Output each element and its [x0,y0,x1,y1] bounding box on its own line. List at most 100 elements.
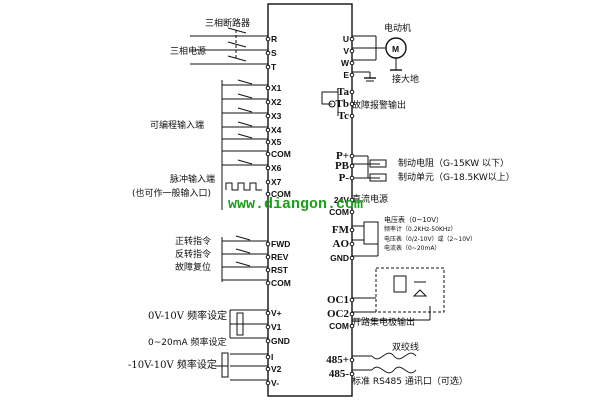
breaker-switch-s [227,41,247,48]
left-pin-r-0: R [271,34,277,44]
fault-relay-group: 故障报警输出 [321,88,406,116]
left-terminal-dot [265,338,271,344]
left-terminal-dot [265,191,271,197]
right-terminal-dot [349,163,355,169]
right-terminal-dot [349,175,355,181]
diode-icon [412,289,428,297]
left-pin-gnd-18: GND [271,336,290,346]
pulse-input-note: (也可作一般输入口) [132,187,211,199]
right-pin-tb-5: Tb [336,98,349,110]
left-terminal-dot [265,380,271,386]
right-pin-tc-6: Tc [338,110,349,122]
brake-resistor-label: 制动电阻（G-15KW 以下） [398,157,509,169]
left-terminal-dot [265,267,271,273]
forward-cmd-label: 正转指令 [175,235,211,247]
right-pin-labels: UVWETaTbTcP+PBP-24VCOMFMAOGNDOC1OC2COM48… [326,34,355,380]
twisted-pair-label: 双绞线 [392,341,419,353]
right-terminal-dot [349,197,355,203]
right-pin-e-3: E [343,70,349,80]
left-terminal-dot [265,324,271,330]
left-pin-com-8: COM [271,149,291,159]
twisted-pair-icon [371,352,417,360]
right-pin-gnd-14: GND [330,253,349,263]
breaker-label: 三相断路器 [205,17,250,29]
right-pin-fm-12: FM [332,224,350,236]
left-terminal-dot [265,64,271,70]
left-pin-t-2: T [271,62,277,72]
left-terminal-dot [265,254,271,260]
rs485-label: 标准 RS485 通讯口（可选） [352,375,468,387]
command-input-group: 正转指令 反转指令 故障复位 [175,235,268,282]
meter-group: 直流电源 电压表（0~10V） 频率计（0.2KHz-50KHz） 电压表（0/… [352,193,476,257]
freq-meter-label: 频率计（0.2KHz-50KHz） [384,225,457,233]
right-terminal-dot [349,297,355,303]
right-pin-pb-8: PB [335,160,350,172]
right-terminal-dot [349,311,355,317]
left-terminal-dot [265,280,271,286]
right-terminal-dot [349,113,355,119]
left-pin-fwd-12: FWD [271,239,290,249]
left-pin-x2-4: X2 [271,97,282,107]
right-pin-oc2-16: OC2 [327,308,350,320]
motor-symbol: M [392,44,399,54]
right-pin-ao-13: AO [333,238,350,250]
brake-unit-icon [369,173,387,182]
right-terminal-dot [349,89,355,95]
left-pin-s-1: S [271,48,277,58]
open-collector-group: 开路集电极输出 [352,267,445,328]
breaker-switch-r [227,27,247,34]
programmable-input-group: 可编程输入端 脉冲输入端 (也可作一般输入口) [132,79,268,210]
left-terminal-dot [265,366,271,372]
right-pin-w-2: W [341,58,350,68]
rs485-group: 双绞线 标准 RS485 通讯口（可选） [352,341,468,387]
ammeter-label: 电流表（0~20mA） [384,244,440,252]
meter-box-icon [363,221,379,245]
right-pin-485-18: 485+ [326,354,349,366]
brake-group: 制动电阻（G-15KW 以下） 制动单元（G-18.5KW以上） [352,155,515,183]
open-collector-label: 开路集电极输出 [352,316,415,328]
pulse-input-label: 脉冲输入端 [170,173,215,185]
voltmeter2-label: 电压表（0/2-10V）或（2~10V） [384,235,476,243]
left-terminal-dot [265,310,271,316]
left-terminal-dot [265,50,271,56]
right-terminal-dot [349,60,355,66]
left-pin-rst-14: RST [271,265,289,275]
left-terminal-dot [265,113,271,119]
right-pin-485-19: 485- [329,368,350,380]
right-pin-p-9: P- [339,172,350,184]
left-pin-rev-13: REV [271,252,289,262]
motor-group: M 电动机 接大地 [352,22,419,85]
left-pin-x5-7: X5 [271,137,282,147]
left-terminal-dot [265,241,271,247]
right-pin-u-0: U [343,34,349,44]
right-terminal-dot [349,241,355,247]
right-terminal-dot [349,357,355,363]
potentiometer-1 [236,312,244,336]
left-pin-x7-10: X7 [271,177,282,187]
breaker-switch-t [227,55,247,62]
brake-unit-label: 制动单元（G-18.5KW以上） [398,171,515,183]
left-terminal-dot [265,85,271,91]
right-terminal-dot [349,36,355,42]
left-terminal-dot [265,165,271,171]
left-pin-x4-6: X4 [271,125,282,135]
voltmeter-label: 电压表（0~10V） [384,215,443,224]
pulse-wave-icon [225,182,262,191]
left-terminal-dot [265,354,271,360]
right-pin-com-11: COM [329,207,349,217]
left-pin-v-21: V- [271,378,279,388]
right-terminal-dot [349,323,355,329]
left-pin-com-15: COM [271,278,291,288]
left-pin-v1-17: V1 [271,322,282,332]
left-pin-v-16: V+ [271,308,282,318]
left-terminal-dot [265,151,271,157]
right-terminal-dot [349,48,355,54]
fault-alarm-label: 故障报警输出 [352,99,406,111]
left-pin-x3-5: X3 [271,111,282,121]
left-pin-com-11: COM [271,189,291,199]
left-terminal-dot [265,36,271,42]
left-terminal-dot [265,139,271,145]
reverse-cmd-label: 反转指令 [175,248,211,260]
freq-neg10-10v-label: -10V-10V 频率设定 [128,358,217,371]
